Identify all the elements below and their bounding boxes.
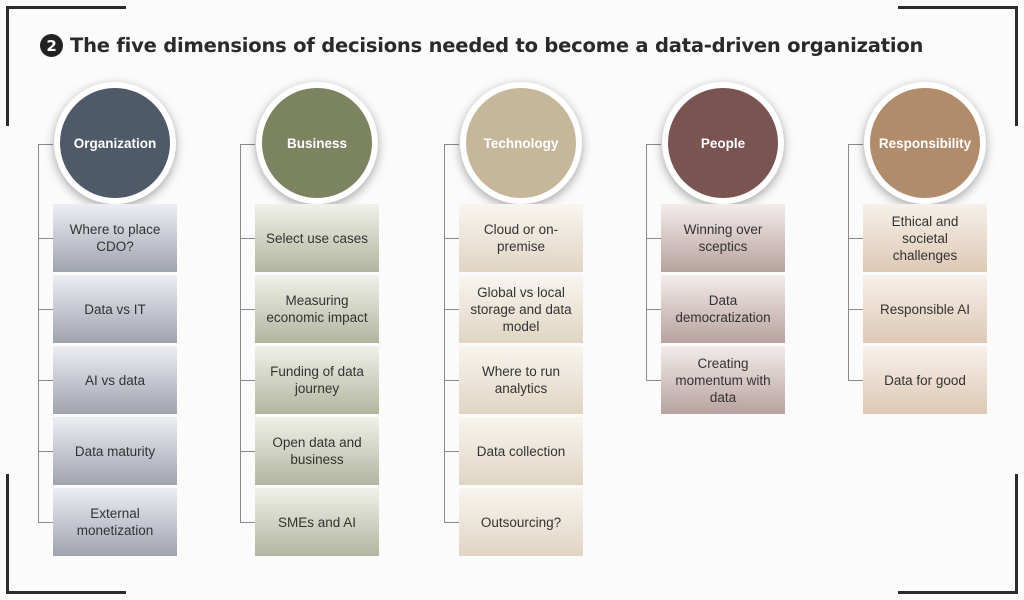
connector-item-line <box>240 522 255 523</box>
decision-item: Global vs local storage and data model <box>459 275 583 343</box>
decision-item: SMEs and AI <box>255 488 379 556</box>
connector-item-line <box>38 451 53 452</box>
decision-item: Outsourcing? <box>459 488 583 556</box>
decision-item: Responsible AI <box>863 275 987 343</box>
connector-item-line <box>38 380 53 381</box>
connector-circle-line <box>38 144 53 145</box>
connector-vertical-line <box>444 144 445 522</box>
connector-circle-line <box>444 144 459 145</box>
connector-vertical-line <box>240 144 241 522</box>
connector-vertical-line <box>646 144 647 380</box>
connector-vertical-line <box>38 144 39 522</box>
dimension-circle-ring: Organization <box>54 82 176 204</box>
connector-item-line <box>38 522 53 523</box>
dimension-circle-ring: People <box>662 82 784 204</box>
connector-circle-line <box>646 144 661 145</box>
corner-bracket-top-left-v <box>6 6 9 126</box>
connector-item-line <box>444 451 459 452</box>
connector-item-line <box>240 451 255 452</box>
decision-item: Where to place CDO? <box>53 204 177 272</box>
decision-item: Data for good <box>863 346 987 414</box>
connector-item-line <box>444 238 459 239</box>
connector-item-line <box>240 309 255 310</box>
decision-item: Data maturity <box>53 417 177 485</box>
decision-item: Open data and business <box>255 417 379 485</box>
corner-bracket-bottom-left-v <box>6 474 9 594</box>
decision-item: Winning over sceptics <box>661 204 785 272</box>
connector-circle-line <box>848 144 863 145</box>
dimension-label: Technology <box>466 88 576 198</box>
decision-item: AI vs data <box>53 346 177 414</box>
dimension-label: Organization <box>60 88 170 198</box>
decision-item: External monetization <box>53 488 177 556</box>
connector-item-line <box>444 380 459 381</box>
decision-item: Creating momentum with data <box>661 346 785 414</box>
corner-bracket-bottom-right-h <box>898 591 1018 594</box>
connector-item-line <box>240 238 255 239</box>
connector-item-line <box>646 309 661 310</box>
connector-item-line <box>444 309 459 310</box>
dimension-circle-ring: Business <box>256 82 378 204</box>
connector-item-line <box>240 380 255 381</box>
decision-item: Data democratization <box>661 275 785 343</box>
corner-bracket-bottom-right-v <box>1015 474 1018 594</box>
connector-circle-line <box>240 144 255 145</box>
connector-item-line <box>848 309 863 310</box>
connector-item-line <box>848 238 863 239</box>
connector-item-line <box>38 238 53 239</box>
decision-item: Select use cases <box>255 204 379 272</box>
dimension-label: Business <box>262 88 372 198</box>
decision-item: Cloud or on-premise <box>459 204 583 272</box>
decision-item: Data collection <box>459 417 583 485</box>
corner-bracket-top-right-h <box>898 6 1018 9</box>
connector-item-line <box>444 522 459 523</box>
title-text: The five dimensions of decisions needed … <box>70 34 924 57</box>
connector-item-line <box>646 238 661 239</box>
title-number-badge: 2 <box>40 34 63 57</box>
decision-item: Funding of data journey <box>255 346 379 414</box>
connector-item-line <box>646 380 661 381</box>
dimension-circle-ring: Technology <box>460 82 582 204</box>
diagram-title: 2 The five dimensions of decisions neede… <box>40 34 923 57</box>
dimension-circle-ring: Responsibility <box>864 82 986 204</box>
connector-vertical-line <box>848 144 849 380</box>
corner-bracket-bottom-left-h <box>6 591 126 594</box>
decision-item: Ethical and societal challenges <box>863 204 987 272</box>
decision-item: Where to run analytics <box>459 346 583 414</box>
dimension-label: Responsibility <box>870 88 980 198</box>
corner-bracket-top-right-v <box>1015 6 1018 126</box>
decision-item: Data vs IT <box>53 275 177 343</box>
connector-item-line <box>848 380 863 381</box>
decision-item: Measuring economic impact <box>255 275 379 343</box>
corner-bracket-top-left-h <box>6 6 126 9</box>
dimension-label: People <box>668 88 778 198</box>
connector-item-line <box>38 309 53 310</box>
